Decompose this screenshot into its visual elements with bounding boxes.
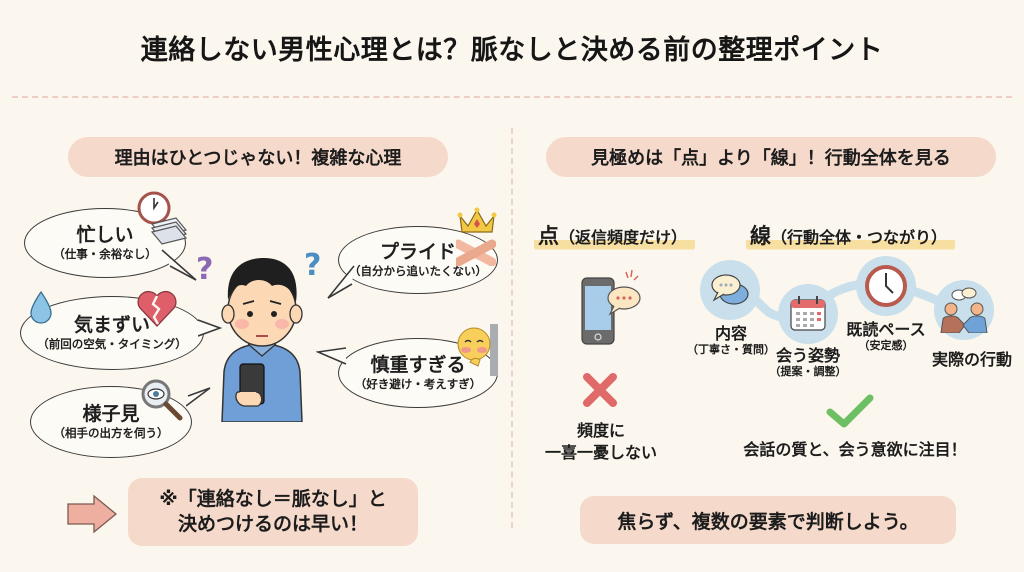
- clock-and-papers-icon: [137, 191, 188, 245]
- right-section-header: 見極めは「点」より「線」！行動全体を見る: [546, 137, 996, 177]
- conclusion-box: 焦らず、複数の要素で判断しよう。: [580, 496, 956, 544]
- point-big-label: 点: [538, 224, 559, 248]
- bubble-tail: [161, 249, 197, 281]
- worried-man-illustration: [221, 258, 303, 422]
- smartphone-message-icon: [581, 269, 641, 345]
- step-label-read-pace: 既読ペース （安定感）: [836, 320, 936, 353]
- right-arrow-icon: [67, 494, 118, 534]
- step-node-content: [700, 260, 760, 320]
- reason-sub: （前回の空気・タイミング）: [37, 337, 187, 352]
- step-sub: （丁寧さ・質問）: [687, 343, 775, 357]
- reason-sub: （相手の出方を伺う）: [53, 426, 169, 441]
- question-mark-icon: ?: [304, 248, 322, 283]
- reason-main: 様子見: [82, 402, 140, 425]
- step-main: 既読ペース: [846, 320, 926, 339]
- reason-main: プライド: [379, 240, 456, 263]
- peeking-face-icon: [457, 324, 498, 376]
- step-label-content: 内容 （丁寧さ・質問）: [676, 324, 786, 357]
- reason-bubble-wait-and-see: 様子見 （相手の出方を伺う）: [30, 386, 192, 458]
- line-verdict: 会話の質と、会う意欲に注目！: [743, 440, 967, 459]
- step-label-meeting: 会う姿勢 （提案・調整）: [758, 346, 858, 379]
- cross-mark-icon: [583, 373, 617, 407]
- bubble-tail: [327, 265, 355, 299]
- line-big-label: 線: [750, 224, 771, 248]
- step-main: 会う姿勢: [775, 346, 840, 365]
- reason-main: 慎重すぎる: [370, 353, 466, 376]
- reason-sub: （自分から追いたくない）: [349, 264, 487, 279]
- crown-icon: [457, 207, 497, 233]
- note-line-1: ※「連絡なし＝脈なし」と: [159, 488, 387, 511]
- left-section-header: 理由はひとつじゃない！複雑な心理: [68, 137, 448, 177]
- line-tag: 線（行動全体・つながり）: [746, 220, 956, 252]
- calendar-icon: [790, 296, 826, 331]
- water-drop-icon: [30, 290, 52, 324]
- bubble-tail: [316, 347, 347, 365]
- clock-icon: [865, 265, 907, 307]
- step-sub: （提案・調整）: [769, 365, 847, 379]
- left-note-box: ※「連絡なし＝脈なし」と 決めつけるのは早い！: [128, 478, 418, 546]
- broken-heart-icon: [137, 290, 177, 327]
- step-main: 内容: [714, 324, 747, 343]
- right-header-text: 見極めは「点」より「線」！行動全体を見る: [591, 148, 951, 169]
- check-mark-icon: [826, 394, 874, 428]
- bubble-tail: [198, 319, 222, 337]
- point-verdict-line-2: 一喜一憂しない: [544, 442, 657, 462]
- magnifier-eye-icon: [141, 379, 183, 421]
- left-header-text: 理由はひとつじゃない！複雑な心理: [114, 148, 402, 169]
- step-sub: （安定感）: [858, 339, 914, 353]
- reason-sub: （好き避け・考えすぎ）: [354, 377, 482, 392]
- handshake-people-icon: [940, 287, 988, 333]
- conclusion-text: 焦らず、複数の要素で判断しよう。: [617, 510, 919, 533]
- step-node-action: [934, 280, 994, 340]
- point-sub-label: （返信頻度だけ）: [559, 228, 688, 247]
- note-line-2: 決めつけるのは早い！: [177, 513, 368, 535]
- reason-main: 気まずい: [73, 313, 150, 336]
- crossed-arms-icon: [456, 239, 496, 266]
- step-node-read-pace: [856, 256, 916, 316]
- page-title: 連絡しない男性心理とは？脈なしと決める前の整理ポイント: [140, 35, 884, 66]
- bubble-tail: [186, 387, 211, 407]
- step-node-meeting: [778, 284, 838, 344]
- point-verdict: 頻度に 一喜一憂しない: [536, 420, 666, 463]
- step-label-action: 実際の行動: [922, 350, 1022, 369]
- reason-sub: （仕事・余裕なし）: [53, 247, 157, 262]
- vertical-divider: [511, 128, 513, 528]
- step-main: 実際の行動: [931, 350, 1012, 369]
- point-verdict-line-1: 頻度に: [576, 421, 625, 440]
- question-mark-icon: ?: [196, 252, 214, 287]
- line-sub-label: （行動全体・つながり）: [771, 228, 948, 247]
- chat-bubbles-icon: [711, 274, 749, 305]
- horizontal-divider: [12, 96, 1012, 98]
- point-tag: 点（返信頻度だけ）: [534, 220, 696, 252]
- reason-bubble-pride: プライド （自分から追いたくない）: [338, 226, 498, 294]
- reason-main: 忙しい: [76, 223, 134, 246]
